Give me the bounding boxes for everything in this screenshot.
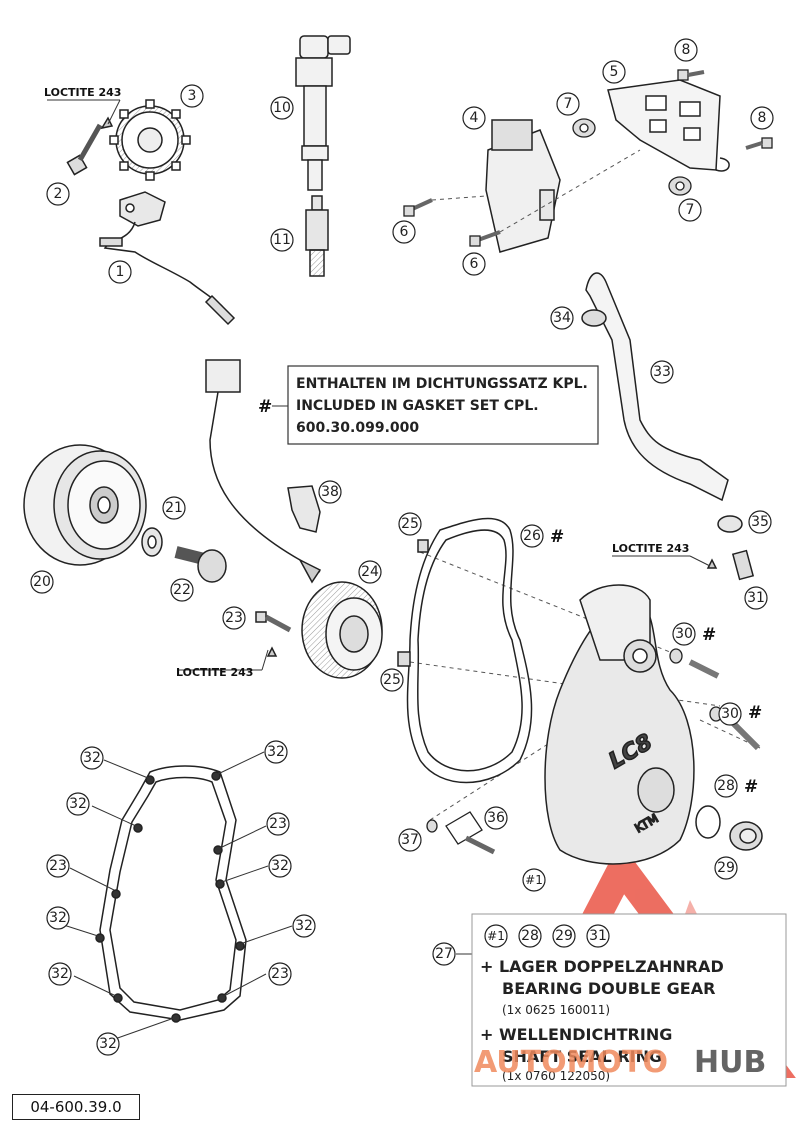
callout-24: 24 — [361, 564, 379, 580]
callout-29: 29 — [717, 860, 735, 876]
callout-27: 27 — [435, 946, 453, 962]
callout-10: 10 — [273, 100, 291, 116]
loctite-label-3: LOCTITE 243 — [612, 542, 689, 555]
callout-gasket-32e: 32 — [99, 1036, 117, 1052]
gasket-note-hash: # — [258, 397, 272, 417]
kit-line-5: SHAFT SEAL RING — [502, 1047, 662, 1066]
loctite-label-2: LOCTITE 243 — [176, 666, 253, 679]
callout-8a: 8 — [682, 42, 691, 58]
callout-25a: 25 — [401, 516, 419, 532]
callout-38: 38 — [321, 484, 339, 500]
callout-23: 23 — [225, 610, 243, 626]
callout-gasket-23a: 23 — [49, 858, 67, 874]
callout-30b: 30 — [721, 706, 739, 722]
kit-line-4: + WELLENDICHTRING — [480, 1025, 672, 1044]
screw-part-2 — [66, 116, 114, 176]
washer-nut-parts — [141, 527, 227, 583]
kit-line-6: (1x 0760 122050) — [502, 1069, 610, 1083]
callout-20: 20 — [33, 574, 51, 590]
callout-gasket-32f: 32 — [267, 744, 285, 760]
ignition-control-unit-part — [485, 119, 561, 253]
clip-bolt-parts — [426, 811, 496, 855]
crankcase-gasket-part — [95, 765, 247, 1023]
loctite-label-1: LOCTITE 243 — [44, 86, 121, 99]
kit-item-28: 28 — [521, 928, 539, 944]
callout-26: 26 — [523, 528, 541, 544]
repair-kit-note: #1 28 29 31 + LAGER DOPPELZAHNRAD BEARIN… — [471, 913, 787, 1087]
callout-28: 28 — [717, 778, 735, 794]
small-hardware-parts — [403, 69, 773, 247]
callout-6b: 6 — [470, 256, 479, 272]
callout-gasket-23b: 23 — [269, 816, 287, 832]
callout-1: 1 — [116, 264, 125, 280]
callout-30a: 30 — [675, 626, 693, 642]
kit-item-31: 31 — [589, 928, 607, 944]
callout-31: 31 — [747, 590, 765, 606]
ignition-coil-part — [295, 35, 351, 191]
grommet-part — [287, 485, 321, 533]
callout-hash-1: #1 — [525, 873, 543, 887]
spark-plug-part — [305, 195, 329, 277]
callout-4: 4 — [470, 110, 479, 126]
ignition-cover-part: LC8 KTM — [544, 584, 695, 865]
callout-gasket-32b: 32 — [69, 796, 87, 812]
flywheel-rotor-part — [23, 444, 147, 566]
callout-gasket-32d: 32 — [51, 966, 69, 982]
watermark-text-automoto: AUTOMOTO — [474, 1045, 668, 1080]
callout-33: 33 — [653, 364, 671, 380]
gasket-note-line1: ENTHALTEN IM DICHTUNGSSATZ KPL. — [296, 376, 588, 392]
kit-line-3: (1x 0625 160011) — [502, 1003, 610, 1017]
callout-35: 35 — [751, 514, 769, 530]
pickup-sensor-part — [99, 191, 236, 326]
gasket-note-line3: 600.30.099.000 — [296, 420, 419, 436]
callout-37: 37 — [401, 832, 419, 848]
kit-item-1: #1 — [487, 929, 505, 943]
callout-2: 2 — [54, 186, 63, 202]
callout-36: 36 — [487, 810, 505, 826]
gasket-set-note: # ENTHALTEN IM DICHTUNGSSATZ KPL. INCLUD… — [258, 365, 599, 445]
leader-lines — [47, 99, 711, 1041]
hash-mark-28: # — [744, 777, 758, 797]
callout-6a: 6 — [400, 224, 409, 240]
callout-3: 3 — [188, 88, 197, 104]
timing-sprocket-part — [109, 99, 191, 181]
hash-mark-26: # — [550, 527, 564, 547]
callout-gasket-32g: 32 — [271, 858, 289, 874]
callout-gasket-23c: 23 — [271, 966, 289, 982]
hash-mark-30a: # — [702, 625, 716, 645]
seal-plug-parts — [695, 805, 763, 851]
diagram-reference-number: 04-600.39.0 — [12, 1094, 140, 1120]
callout-gasket-32h: 32 — [295, 918, 313, 934]
callout-34: 34 — [553, 310, 571, 326]
callout-8b: 8 — [758, 110, 767, 126]
callout-11: 11 — [273, 232, 291, 248]
callout-7a: 7 — [564, 96, 573, 112]
breather-hose-part — [581, 272, 743, 533]
watermark-text-hub: HUB — [694, 1045, 766, 1080]
stator-screw-part — [255, 611, 292, 657]
mounting-bracket-part — [607, 79, 730, 172]
callout-gasket-32a: 32 — [83, 750, 101, 766]
callout-22: 22 — [173, 582, 191, 598]
kit-line-2: BEARING DOUBLE GEAR — [502, 979, 715, 998]
callout-25b: 25 — [383, 672, 401, 688]
gasket-note-line2: INCLUDED IN GASKET SET CPL. — [296, 398, 539, 414]
fitting-part — [706, 549, 755, 581]
callout-21: 21 — [165, 500, 183, 516]
kit-item-29: 29 — [555, 928, 573, 944]
callout-gasket-32c: 32 — [49, 910, 67, 926]
ignition-cover-gasket-part — [397, 517, 533, 784]
hash-mark-30b: # — [748, 703, 762, 723]
stator-part — [205, 359, 383, 679]
callout-7b: 7 — [686, 202, 695, 218]
callout-5: 5 — [610, 64, 619, 80]
kit-line-1: + LAGER DOPPELZAHNRAD — [480, 957, 724, 976]
